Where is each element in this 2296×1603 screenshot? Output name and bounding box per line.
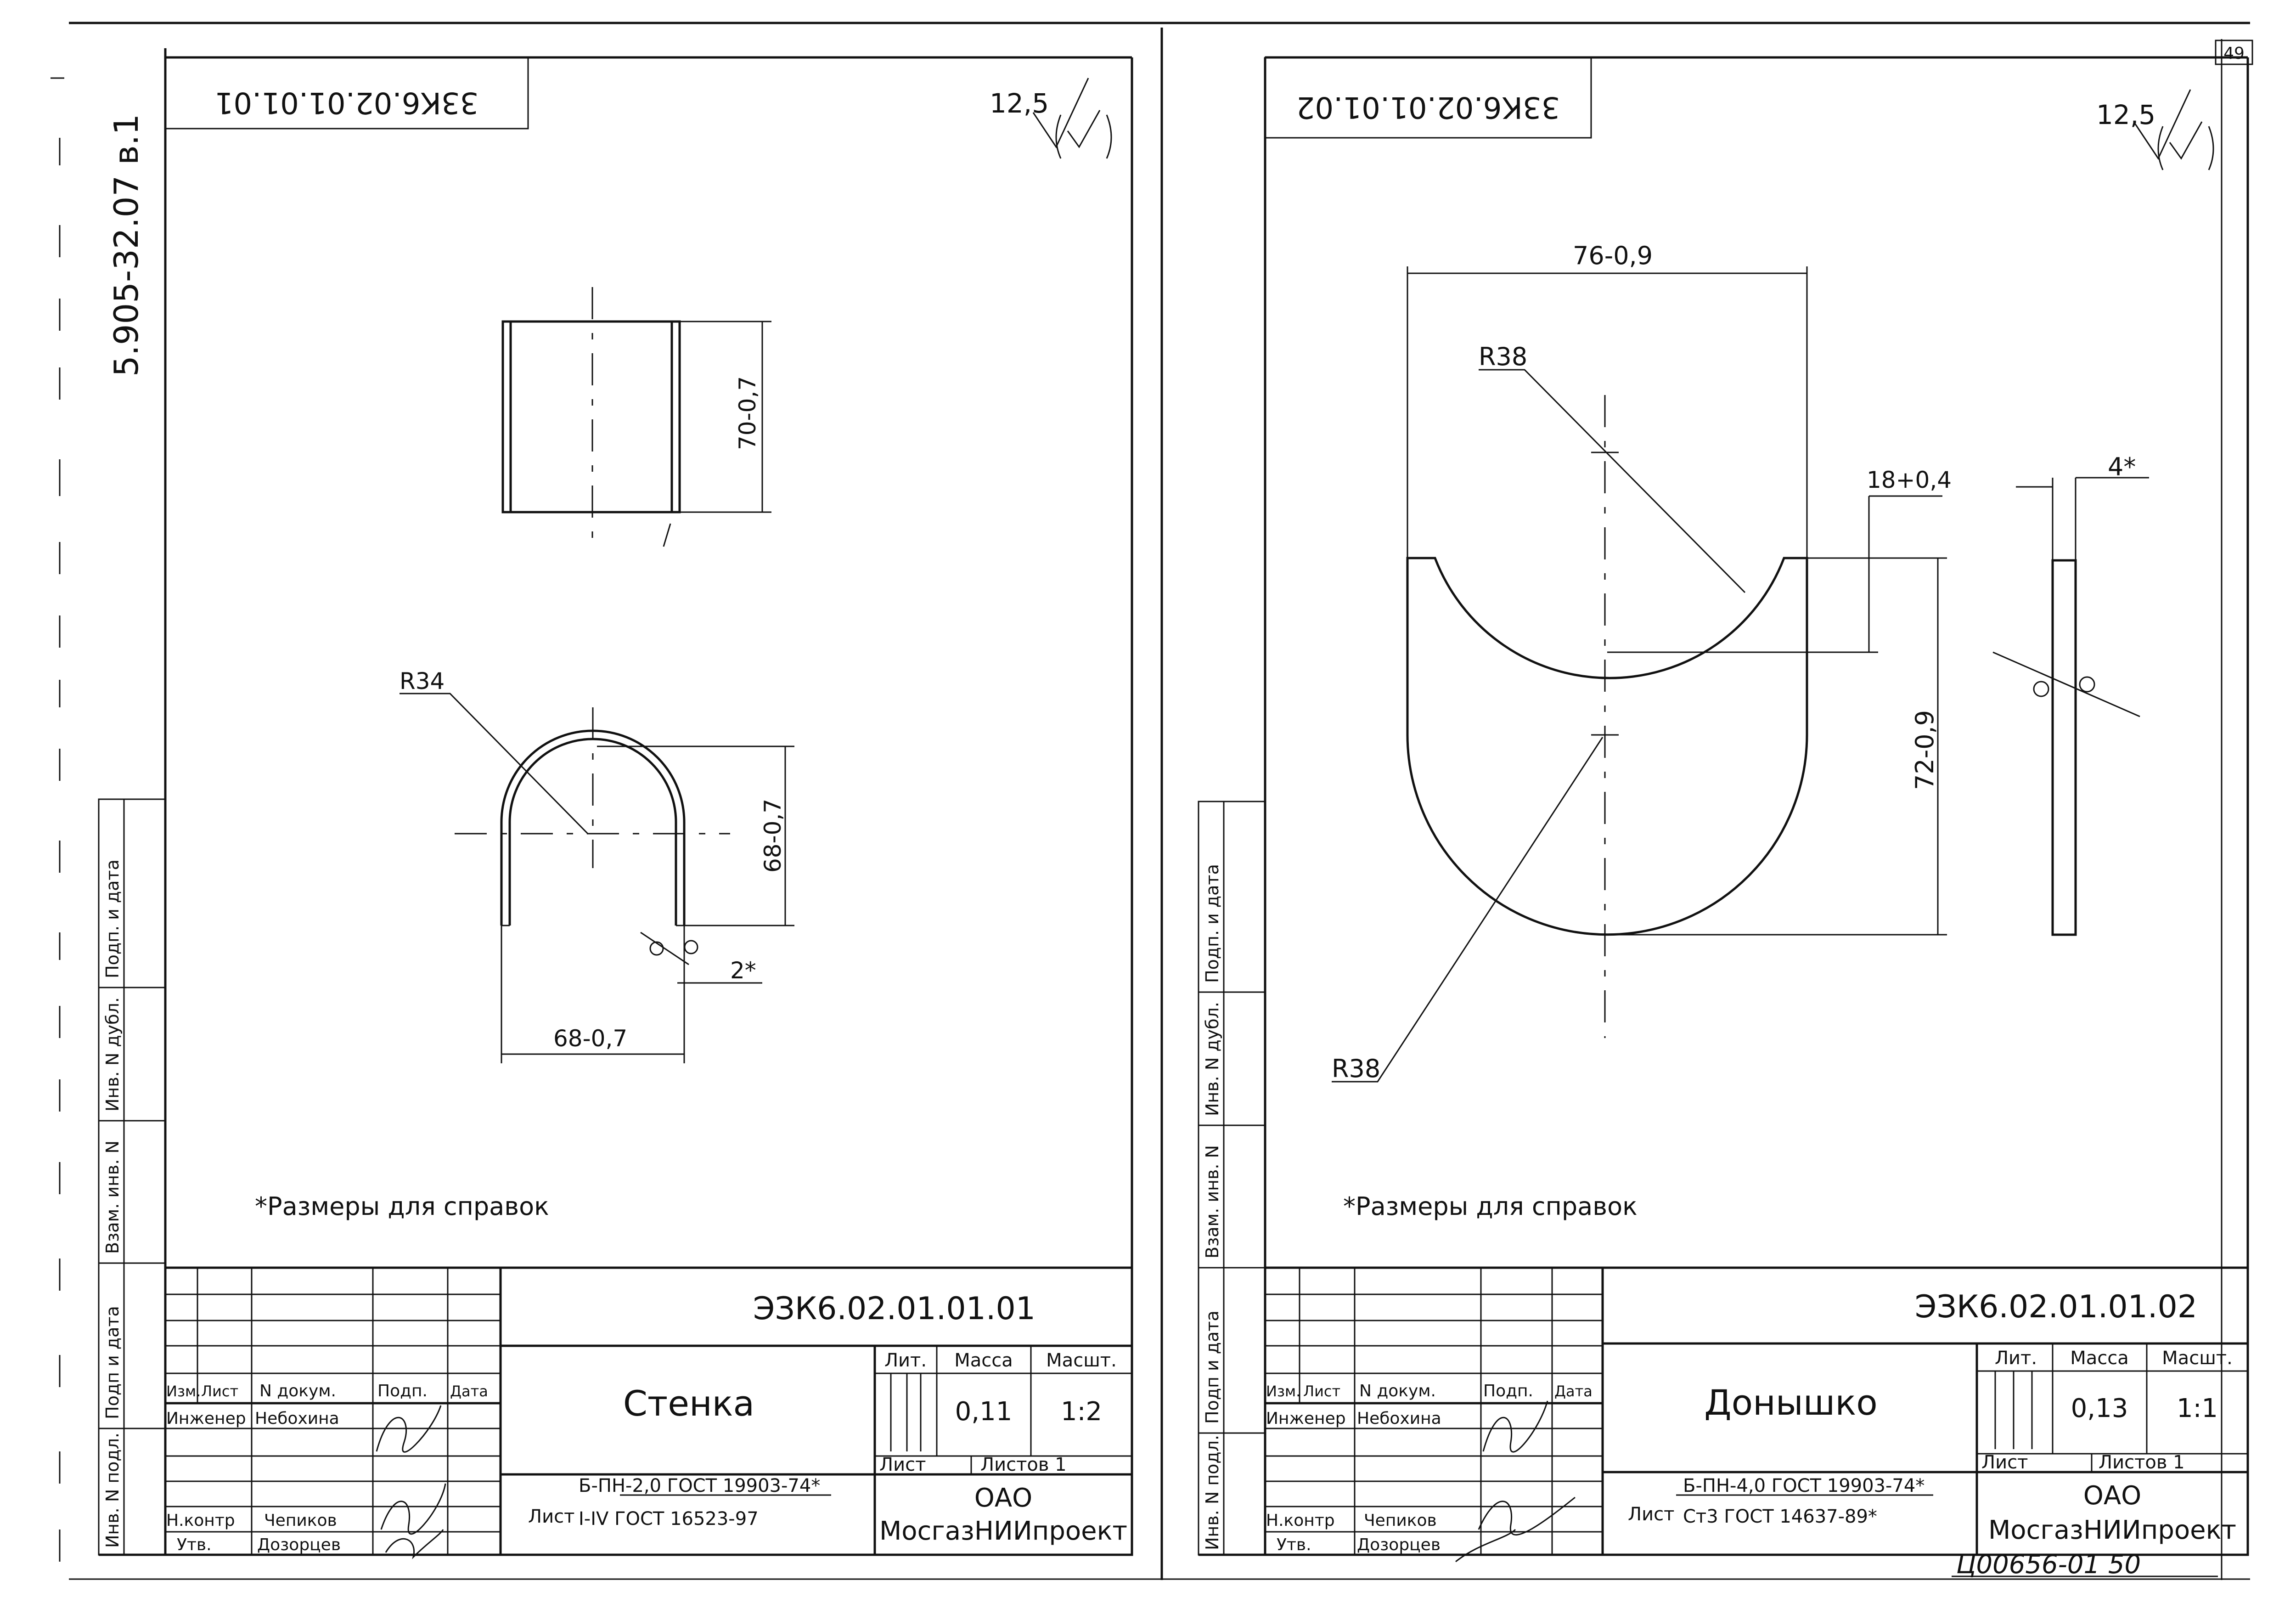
side-label-inv-dubl: Инв. N дубл. — [102, 997, 123, 1112]
sheet-2-view-side — [1992, 477, 2149, 936]
sheet-2-stamp-title: Донышко — [1704, 1382, 1878, 1423]
sheet-2-head-ndoc: N докум. — [1359, 1382, 1436, 1400]
sheet-1-side-stamp: Подп. и дата Инв. N дубл. Взам. инв. N П… — [98, 798, 166, 1556]
sheet-2-head-podp: Подп. — [1483, 1382, 1533, 1400]
sheet-1-name-engineer: Небохина — [255, 1409, 339, 1428]
sheet-2-dim-height: 72-0,9 — [1910, 710, 1939, 790]
side-label-vzam: Взам. инв. N — [102, 1140, 123, 1254]
sheet-1-signatures — [376, 1405, 446, 1559]
sheet-2-code-top: 33К6.02.01.01.02 — [1296, 90, 1560, 124]
sheet-2-dim-notch: 18+0,4 — [1867, 467, 1952, 493]
sheet-2-dim-radius-top: R38 — [1479, 342, 1527, 371]
sheet-1-stamp-title: Стенка — [623, 1383, 754, 1424]
sheet-1-role-utv: Утв. — [177, 1535, 212, 1554]
sheet-1-material-prefix: Лист — [528, 1506, 574, 1527]
sheet-2: 33К6.02.01.01.02 12,5 Подп. и дата Инв. … — [1198, 56, 2249, 1563]
sheet-1-view-top — [400, 693, 794, 1063]
sheet-1-head-podp: Подп. — [377, 1382, 428, 1400]
sheet-1-note: *Размеры для справок — [255, 1192, 549, 1221]
sheet-1-roughness-icon — [1032, 78, 1112, 159]
sheet-2-signatures — [1455, 1400, 1576, 1563]
sheet-1-role-engineer: Инженер — [166, 1409, 246, 1428]
sheet-2-role-nkontr: Н.контр — [1266, 1511, 1335, 1530]
sheet-2-side-label-podp: Подп. и дата — [1202, 864, 1222, 983]
sheet-2-head-lit: Лит. — [1995, 1348, 2037, 1369]
sheet-1-dim-side-height: 68-0,7 — [760, 799, 786, 873]
sheet-2-org-1: ОАО — [2083, 1481, 2141, 1511]
sheet-1-name-utv: Дозорцев — [257, 1535, 341, 1554]
sheet-2-dim-width: 76-0,9 — [1573, 241, 1653, 270]
sheet-2-list-label: Лист — [1981, 1452, 2028, 1473]
sheet-1-dim-width: 68-0,7 — [553, 1025, 627, 1052]
sheet-2-head-izm: Изм. — [1266, 1383, 1300, 1400]
sheet-1-head-izm: Изм. — [166, 1383, 201, 1400]
sheet-2-scale: 1:1 — [2177, 1394, 2218, 1423]
page-number: 49 — [2223, 44, 2245, 63]
sheet-1-head-masht: Масшт. — [1046, 1350, 1117, 1371]
sheet-1-massa: 0,11 — [955, 1397, 1013, 1427]
sheet-2-head-masht: Масшт. — [2162, 1348, 2233, 1369]
sheet-2-side-label-inv-podl: Инв. N подл. — [1202, 1435, 1222, 1550]
sheet-2-material-top: Б-ПН-4,0 ГОСТ 19903-74* — [1683, 1475, 1925, 1496]
sheet-2-role-engineer: Инженер — [1266, 1409, 1346, 1428]
sheet-1-material-bottom: I-IV ГОСТ 16523-97 — [579, 1508, 759, 1530]
sheet-1-org-1: ОАО — [974, 1483, 1032, 1513]
sheet-2-listov: Листов 1 — [2099, 1452, 2185, 1473]
binding-marks — [51, 77, 64, 1562]
sheet-1-dim-height: 70-0,7 — [734, 376, 761, 450]
page-number-box — [2215, 40, 2253, 65]
sheet-2-name-utv: Дозорцев — [1357, 1535, 1441, 1554]
sheet-2-dim-thickness: 4* — [2108, 452, 2136, 481]
sheet-2-head-data: Дата — [1554, 1383, 1593, 1400]
sheet-1-stamp-code: ЭЗК6.02.01.01.01 — [753, 1291, 1035, 1327]
sheet-1-view-front — [501, 287, 771, 547]
sheet-1-scale: 1:2 — [1061, 1397, 1102, 1427]
sheet-1-listov: Листов 1 — [980, 1454, 1067, 1475]
bottom-handwritten-note: Ц00656-01 50 — [1956, 1550, 2141, 1580]
sheet-2-side-label-podp-data: Подп и дата — [1202, 1310, 1222, 1424]
sheet-2-view-front — [1332, 266, 1947, 1083]
sheet-2-roughness-icon — [2134, 89, 2214, 170]
sheet-1-list-label: Лист — [879, 1454, 926, 1475]
sheet-1-head-data: Дата — [450, 1383, 488, 1400]
side-label-inv-podl: Инв. N подл. — [102, 1433, 123, 1548]
sheet-1-name-nkontr: Чепиков — [264, 1511, 337, 1530]
sheet-2-massa: 0,13 — [2071, 1394, 2128, 1423]
sheet-2-material-bottom: Ст3 ГОСТ 14637-89* — [1683, 1506, 1877, 1527]
sheet-1-head-list: Лист — [201, 1383, 238, 1400]
sheet-1-role-nkontr: Н.контр — [166, 1511, 235, 1530]
sheet-2-material-prefix: Лист — [1628, 1504, 1674, 1525]
sheet-2-side-stamp: Подп. и дата Инв. N дубл. Взам. инв. N П… — [1198, 801, 1266, 1556]
sheet-1-code-top: 33К6.02.01.01.01 — [215, 85, 479, 119]
sheet-1-dim-thickness: 2* — [730, 957, 756, 984]
sheet-1-material-top: Б-ПН-2,0 ГОСТ 19903-74* — [579, 1475, 820, 1496]
sheet-2-name-engineer: Небохина — [1357, 1409, 1441, 1428]
sheet-1-head-ndoc: N докум. — [259, 1382, 336, 1400]
sheet-1: 33К6.02.01.01.01 12,5 Подп. и дата Инв. … — [98, 48, 1133, 1559]
sheet-2-stamp-code: ЭЗК6.02.01.01.02 — [1915, 1289, 2197, 1325]
sheet-1-dim-radius: R34 — [400, 668, 445, 694]
sheet-1-title-block — [164, 1266, 1133, 1556]
sheet-2-head-massa: Масса — [2070, 1348, 2129, 1369]
sheet-2-org-2: МосгазНИИпроект — [1988, 1515, 2236, 1545]
sheet-1-head-lit: Лит. — [884, 1350, 927, 1371]
sheet-2-code-box — [1264, 56, 1592, 139]
side-label-podp: Подп. и дата — [102, 859, 123, 978]
side-label-podp-data: Подп и дата — [102, 1306, 123, 1419]
sheet-2-roughness-value: 12,5 — [2096, 99, 2155, 130]
sheet-2-side-label-inv-dubl: Инв. N дубл. — [1202, 1002, 1222, 1116]
sheet-1-head-massa: Масса — [954, 1350, 1013, 1371]
sheet-1-org-2: МосгазНИИпроект — [879, 1516, 1127, 1546]
sheet-2-note: *Размеры для справок — [1343, 1192, 1638, 1221]
sheet-2-dim-radius-bottom: R38 — [1332, 1054, 1380, 1083]
sheet-1-code-box — [164, 56, 529, 130]
sheet-2-name-nkontr: Чепиков — [1364, 1511, 1437, 1530]
sheet-2-side-label-vzam: Взам. инв. N — [1202, 1145, 1222, 1259]
sheet-2-head-list: Лист — [1303, 1383, 1340, 1400]
sheet-1-roughness-value: 12,5 — [990, 88, 1049, 119]
sheet-2-role-utv: Утв. — [1277, 1535, 1311, 1554]
album-code: 5.905-32.07 в.1 — [107, 114, 146, 377]
